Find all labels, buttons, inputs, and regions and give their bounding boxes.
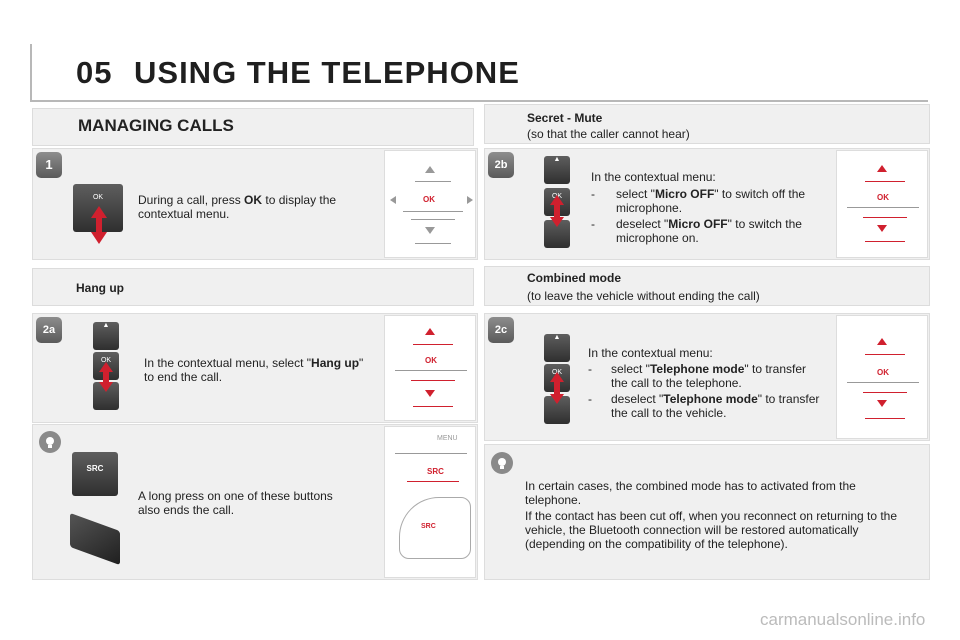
up-arrow-icon bbox=[425, 328, 435, 335]
up-button-image: ▲ bbox=[544, 334, 570, 362]
left-arrow-icon bbox=[390, 196, 396, 204]
menu-line bbox=[865, 418, 905, 419]
section-title-hang-up: Hang up bbox=[76, 281, 124, 295]
menu-line bbox=[413, 344, 453, 345]
step-2a-illustration: OK bbox=[384, 315, 476, 421]
menu-line bbox=[415, 181, 451, 182]
mute-subtitle: (so that the caller cannot hear) bbox=[527, 127, 690, 141]
menu-line bbox=[863, 217, 907, 218]
steering-wheel-shape bbox=[399, 497, 471, 559]
down-arrow-icon bbox=[877, 225, 887, 232]
step-2a-badge: 2a bbox=[36, 317, 62, 343]
red-arrow-icon bbox=[91, 206, 107, 244]
menu-line bbox=[407, 481, 459, 482]
step-2a-text: In the contextual menu, select "Hang up"… bbox=[144, 356, 364, 384]
step-2c-intro: In the contextual menu: bbox=[588, 346, 713, 360]
menu-line bbox=[865, 241, 905, 242]
section-title-managing-calls: MANAGING CALLS bbox=[78, 116, 234, 135]
down-arrow-icon bbox=[425, 227, 435, 234]
section-bar-combined bbox=[484, 266, 930, 306]
menu-line bbox=[847, 207, 919, 208]
section-bar-mute bbox=[484, 104, 930, 144]
menu-line bbox=[411, 380, 455, 381]
right-arrow-icon bbox=[467, 196, 473, 204]
step-2b-item-2: deselect "Micro OFF" to switch the micro… bbox=[616, 217, 802, 245]
red-arrow-icon bbox=[550, 372, 564, 404]
menu-line bbox=[395, 453, 467, 454]
step-1-badge: 1 bbox=[36, 152, 62, 178]
menu-line bbox=[411, 219, 455, 220]
panel-tip-right bbox=[484, 444, 930, 580]
header-corner bbox=[30, 44, 72, 100]
step-2b-intro: In the contextual menu: bbox=[591, 170, 716, 184]
src-label: SRC bbox=[427, 467, 444, 476]
section-bar-managing-calls bbox=[32, 108, 474, 146]
ok-label: OK bbox=[877, 193, 889, 202]
step-2c-item-2: deselect "Telephone mode" to transfer th… bbox=[611, 392, 820, 420]
tip-right-p1: In certain cases, the combined mode has … bbox=[525, 479, 856, 507]
up-button-image: ▲ bbox=[544, 156, 570, 184]
mute-title: Secret - Mute bbox=[527, 111, 603, 125]
menu-line bbox=[413, 406, 453, 407]
footer-watermark: carmanualsonline.info bbox=[760, 610, 926, 629]
step-2b-dash-2: - bbox=[591, 217, 595, 231]
up-arrow-icon bbox=[877, 165, 887, 172]
chapter-number: 05 bbox=[76, 55, 113, 90]
down-arrow-icon bbox=[425, 390, 435, 397]
down-arrow-icon bbox=[877, 400, 887, 407]
menu-line bbox=[395, 370, 467, 371]
step-2b-illustration: OK bbox=[836, 150, 928, 258]
combined-subtitle: (to leave the vehicle without ending the… bbox=[527, 289, 760, 303]
src-button-image: SRC bbox=[72, 452, 118, 496]
step-2c-dash-1: - bbox=[588, 362, 592, 376]
step-2b-dash-1: - bbox=[591, 187, 595, 201]
lightbulb-icon bbox=[39, 431, 61, 453]
step-2c-item-1: select "Telephone mode" to transfer the … bbox=[611, 362, 807, 390]
src-label: SRC bbox=[421, 523, 436, 530]
up-arrow-icon bbox=[877, 338, 887, 345]
menu-line bbox=[863, 392, 907, 393]
red-arrow-icon bbox=[550, 195, 564, 227]
up-arrow-icon bbox=[425, 166, 435, 173]
steering-wheel-illustration: MENU SRC SRC bbox=[384, 426, 476, 578]
menu-line bbox=[847, 382, 919, 383]
step-2c-badge: 2c bbox=[488, 317, 514, 343]
tip-left-text: A long press on one of these buttons als… bbox=[138, 489, 333, 517]
step-1-illustration: OK bbox=[384, 150, 476, 258]
menu-label: MENU bbox=[437, 435, 458, 442]
step-1-text: During a call, press OK to display the c… bbox=[138, 193, 337, 221]
menu-line bbox=[865, 354, 905, 355]
menu-line bbox=[865, 181, 905, 182]
tip-right-p2: If the contact has been cut off, when yo… bbox=[525, 509, 898, 551]
step-2b-badge: 2b bbox=[488, 152, 514, 178]
ok-label: OK bbox=[877, 368, 889, 377]
up-button-image: ▲ bbox=[93, 322, 119, 350]
menu-line bbox=[415, 243, 451, 244]
section-bar-hang-up bbox=[32, 268, 474, 306]
lightbulb-icon bbox=[491, 452, 513, 474]
step-2b-item-1: select "Micro OFF" to switch off the mic… bbox=[616, 187, 806, 215]
step-2c-illustration: OK bbox=[836, 315, 928, 439]
header-rule bbox=[30, 42, 928, 102]
ok-label: OK bbox=[425, 356, 437, 365]
combined-title: Combined mode bbox=[527, 271, 622, 285]
red-arrow-icon bbox=[99, 362, 113, 392]
step-2c-dash-2: - bbox=[588, 392, 592, 406]
page-title: USING THE TELEPHONE bbox=[134, 55, 520, 90]
menu-line bbox=[403, 211, 463, 212]
ok-label: OK bbox=[423, 195, 435, 204]
